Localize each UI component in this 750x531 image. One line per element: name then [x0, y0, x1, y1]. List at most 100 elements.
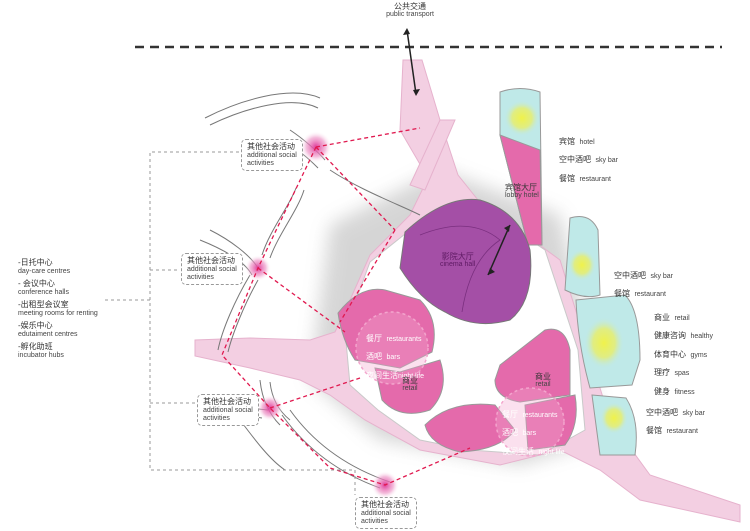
transport-arrow-bottom: [413, 89, 420, 96]
lobby-arrow: [487, 224, 511, 276]
right-block-side: [524, 394, 577, 451]
right-retail-zh: 商业: [535, 372, 551, 381]
left-block-activity-ring: [355, 311, 429, 385]
right-rest-zh: 餐厅: [502, 410, 518, 419]
facilities-item: - 会议中心 conference halls: [18, 278, 98, 296]
right-retail-en: retail: [535, 381, 551, 389]
facilities-item-zh: - 会议中心: [18, 279, 55, 288]
low-tower-labels: 空中酒吧 sky bar 餐馆 restaurant: [646, 402, 705, 439]
social-box-bottom: 其他社会活动 additional social activities: [355, 497, 417, 530]
hotel-skybar-zh: 空中酒吧: [559, 155, 591, 165]
left-retail-en: retail: [402, 385, 418, 393]
low-skybar-zh: 空中酒吧: [646, 408, 678, 417]
cinema-en: cinema hall: [440, 261, 476, 269]
facilities-item-zh: -孵化助班: [18, 342, 53, 351]
hotel-restaurant-en: restaurant: [579, 175, 611, 183]
low-skybar-en: sky bar: [682, 410, 706, 417]
facilities-item-en: day-care centres: [18, 268, 71, 275]
mid-tower-labels: 空中酒吧 sky bar 餐馆 restaurant: [614, 265, 673, 302]
retail-tower-labels: 商业 retail 健康咨询 healthy 体育中心 gyms 理疗 spas…: [654, 307, 713, 399]
social-box-top: 其他社会活动 additional social activities: [241, 139, 303, 172]
hotel-glow: [504, 100, 540, 136]
facilities-item-zh: -出租型会议室: [18, 300, 69, 309]
lobby-arrow-head2: [488, 268, 495, 275]
transport-arrow-top: [403, 28, 410, 35]
right-bar-zh: 酒吧: [502, 428, 518, 438]
right-retail-label: 商业 retail: [535, 372, 551, 389]
low-tower-glow: [600, 402, 628, 434]
social-box-lower: 其他社会活动 additional social activities: [197, 394, 259, 427]
low-restaurant-zh: 餐馆: [646, 426, 662, 436]
right-block-activity-ring: [495, 387, 565, 457]
spa-en: spas: [674, 370, 690, 378]
left-rest-zh: 餐厅: [366, 334, 382, 343]
social-box-en1: additional social: [247, 151, 297, 159]
transport-label: 公共交通 public transport: [380, 2, 440, 19]
spa-zh: 理疗: [654, 368, 670, 378]
facilities-item-en: conference halls: [18, 289, 69, 296]
social-box-zh: 其他社会活动: [361, 500, 409, 509]
transport-arrow: [406, 29, 417, 95]
facilities-item-en: edutaiment centres: [18, 331, 78, 338]
left-rest-en: restaurants: [386, 336, 422, 343]
left-bar-en: bars: [386, 354, 401, 362]
social-box-en1: additional social: [361, 509, 411, 517]
right-block-upper: [494, 328, 571, 403]
retail-zh: 商业: [654, 313, 670, 322]
hotel-tower-labels: 宾馆 hotel 空中酒吧 sky bar 餐馆 restaurant: [559, 131, 618, 186]
left-retail-zh: 商业: [402, 376, 418, 385]
right-night-en: night life: [538, 448, 565, 456]
facilities-item: -孵化助班 incubator hubs: [18, 341, 98, 359]
right-night-zh: 夜间生活: [502, 446, 534, 456]
social-box-en2: activities: [203, 414, 230, 422]
social-loop-path: [221, 127, 471, 486]
retail-en: retail: [674, 315, 690, 322]
facilities-item: -日托中心 day-care centres: [18, 257, 98, 275]
facilities-item-en: incubator hubs: [18, 352, 64, 359]
mid-restaurant-en: restaurant: [634, 291, 666, 299]
lobby-label: 宾馆大厅 lobby hotel: [505, 183, 539, 200]
social-box-zh: 其他社会活动: [247, 142, 295, 151]
mid-skybar-zh: 空中酒吧: [614, 271, 646, 280]
left-block-lower: [374, 359, 444, 414]
hotel-skybar-en: sky bar: [595, 157, 619, 165]
gym-zh: 体育中心: [654, 349, 686, 359]
right-bar-en: bars: [522, 430, 537, 438]
facilities-list: -日托中心 day-care centres - 会议中心 conference…: [18, 257, 98, 362]
lobby-zh: 宾馆大厅: [505, 183, 537, 192]
facilities-item-zh: -娱乐中心: [18, 321, 53, 330]
social-box-en1: additional social: [203, 406, 253, 414]
right-block-labels: 餐厅 restaurants 酒吧 bars 夜间生活 night life: [502, 404, 565, 459]
social-box-en2: activities: [361, 517, 388, 525]
health-zh: 健康咨询: [654, 331, 686, 341]
cinema-curve: [419, 225, 501, 313]
social-box-mid: 其他社会活动 additional social activities: [181, 253, 243, 286]
left-block-upper: [337, 288, 435, 369]
right-rest-en: restaurants: [522, 412, 558, 419]
lobby-en: lobby hotel: [505, 192, 539, 200]
social-box-zh: 其他社会活动: [187, 256, 235, 265]
cinema-label: 影院大厅 cinema hall: [440, 252, 475, 269]
facilities-item: -出租型会议室 meeting rooms for renting: [18, 299, 98, 317]
mid-tower-glow: [568, 249, 596, 281]
social-box-en2: activities: [247, 159, 274, 167]
lobby-arrow-head1: [504, 225, 510, 232]
fitness-zh: 健身: [654, 386, 670, 396]
hotel-zh: 宾馆: [559, 137, 575, 146]
right-block-lower: [424, 403, 516, 453]
facilities-item-en: meeting rooms for renting: [18, 310, 98, 317]
transport-zh: 公共交通: [394, 2, 426, 11]
cinema-zh: 影院大厅: [441, 252, 474, 261]
social-box-en2: activities: [187, 273, 214, 281]
left-night-en: night life: [398, 372, 425, 380]
left-night-zh: 夜间生活: [366, 370, 398, 380]
retail-tower-glow: [584, 317, 624, 369]
social-box-en1: additional social: [187, 265, 237, 273]
mid-skybar-en: sky bar: [650, 273, 674, 280]
fitness-en: fitness: [674, 388, 695, 396]
health-en: healthy: [690, 333, 714, 341]
low-restaurant-en: restaurant: [666, 428, 698, 436]
left-bar-zh: 酒吧: [366, 352, 382, 362]
mid-restaurant-zh: 餐馆: [614, 289, 630, 299]
